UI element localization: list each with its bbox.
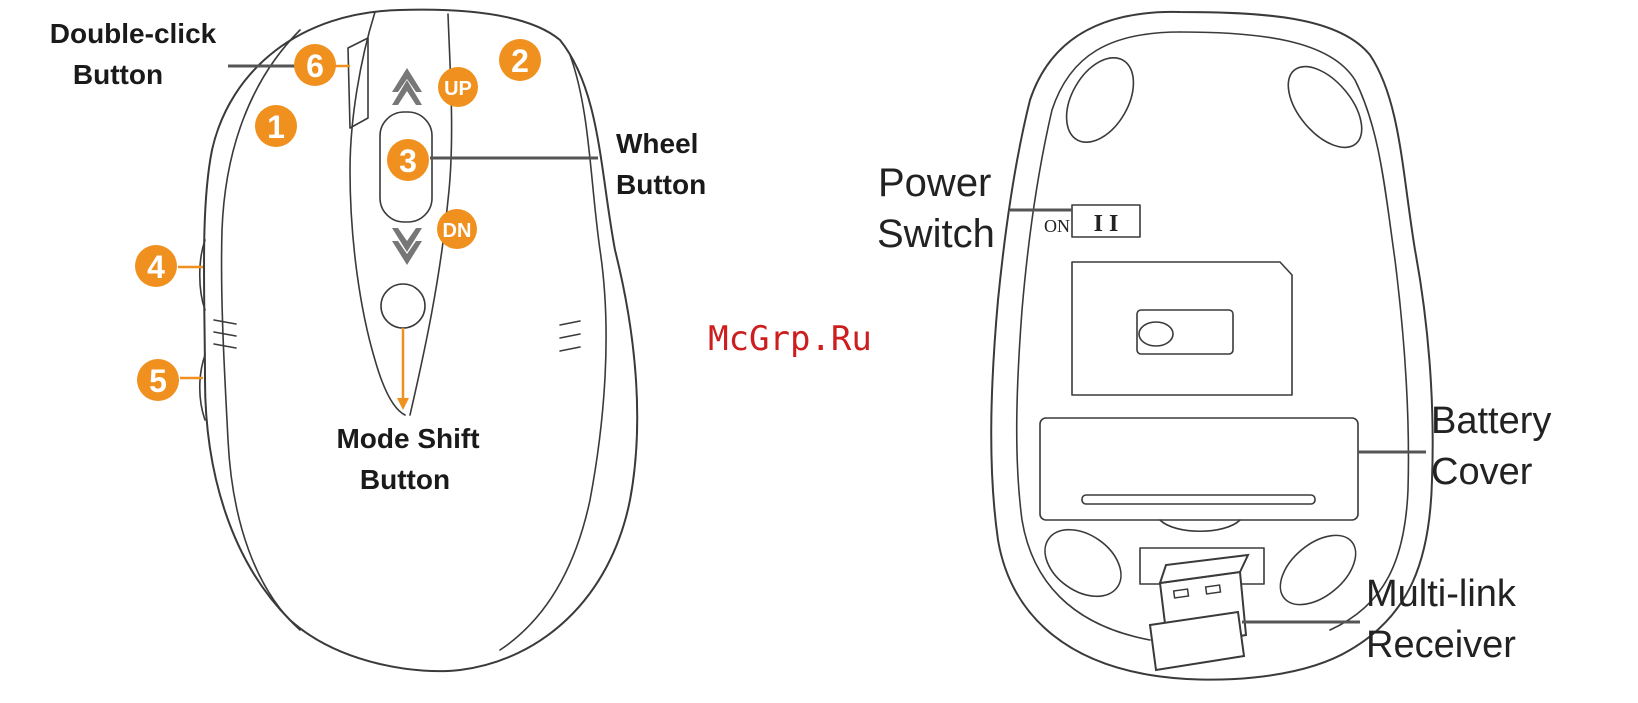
left-button-seam	[350, 12, 405, 415]
svg-text:5: 5	[149, 363, 167, 399]
badge-up: UP	[438, 67, 478, 107]
svg-text:UP: UP	[444, 78, 472, 100]
foot-bottom-left	[1033, 516, 1134, 610]
power-switch-off-marks: I I	[1094, 211, 1119, 237]
double-click-label-line1: Double-click	[50, 18, 217, 49]
sensor-lens	[1139, 322, 1173, 346]
power-switch-on-text: ON	[1044, 216, 1070, 236]
svg-text:6: 6	[306, 48, 324, 84]
badge-1: 1	[255, 105, 297, 147]
sensor-window	[1137, 310, 1233, 354]
badge-dn: DN	[437, 209, 477, 249]
badge-4: 4	[135, 245, 177, 287]
svg-text:4: 4	[147, 249, 165, 285]
battery-cover-slot	[1082, 495, 1315, 504]
battery-cover-label-line1: Battery	[1431, 400, 1551, 442]
svg-text:3: 3	[399, 143, 417, 179]
left-side-grip-icon	[214, 320, 236, 348]
power-switch-label-line2: Switch	[877, 212, 995, 256]
svg-text:DN: DN	[443, 220, 472, 242]
sensor-panel	[1072, 262, 1292, 395]
foot-top-right	[1274, 54, 1376, 161]
foot-bottom-right	[1268, 522, 1369, 618]
mode-shift-label-line2: Button	[360, 464, 450, 495]
wheel-label-line2: Button	[616, 169, 706, 200]
wheel-label-line1: Wheel	[616, 128, 698, 159]
power-switch-label-line1: Power	[878, 161, 991, 205]
double-click-label-line2: Button	[73, 59, 163, 90]
battery-cover-label-line2: Cover	[1431, 451, 1533, 493]
foot-top-left	[1053, 46, 1147, 154]
right-side-grip-icon	[560, 321, 580, 351]
badge-3: 3	[387, 139, 429, 181]
up-chevron-icon	[392, 68, 422, 105]
badge-5: 5	[137, 359, 179, 401]
svg-text:1: 1	[267, 109, 285, 145]
top-right-contour	[500, 55, 606, 650]
receiver-label-line2: Receiver	[1366, 624, 1516, 666]
usb-receiver-icon	[1150, 555, 1248, 670]
badge-6: 6	[294, 44, 336, 86]
down-chevron-icon	[392, 228, 422, 265]
bottom-inner-outline-right	[1180, 32, 1408, 630]
mode-shift-label-line1: Mode Shift	[336, 423, 479, 454]
mode-shift-button-shape	[381, 284, 425, 328]
badge-2: 2	[499, 39, 541, 81]
watermark: McGrp.Ru	[708, 319, 872, 359]
receiver-label-line1: Multi-link	[1366, 573, 1517, 615]
svg-text:2: 2	[511, 43, 529, 79]
